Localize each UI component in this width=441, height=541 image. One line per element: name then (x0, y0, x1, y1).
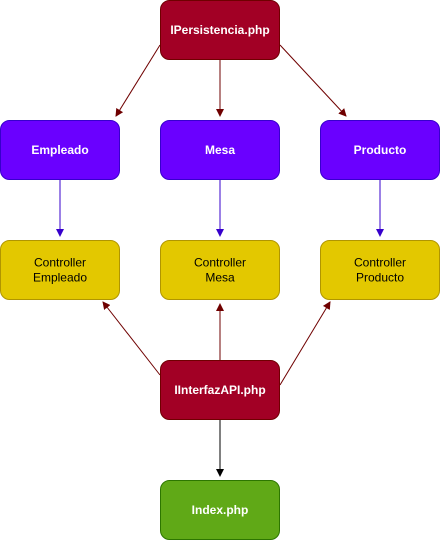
edges-layer (56, 44, 384, 477)
edge-iinterfazapi-to-controller-empleado (102, 301, 161, 376)
node-label: Controller (34, 256, 86, 270)
node-box (160, 360, 280, 420)
node-empleado: Empleado (0, 120, 120, 180)
node-iinterfazapi: IInterfazAPI.php (160, 360, 280, 420)
node-mesa: Mesa (160, 120, 280, 180)
node-index: Index.php (160, 480, 280, 540)
node-box (160, 240, 280, 300)
node-producto: Producto (320, 120, 440, 180)
node-label: Index.php (192, 503, 249, 517)
edge-iinterfazapi-to-controller-producto (279, 301, 331, 386)
node-box (160, 0, 280, 60)
edge-ipersistencia-to-producto (279, 44, 347, 117)
node-label: Producto (354, 143, 407, 157)
node-box (160, 480, 280, 540)
node-label: Mesa (205, 271, 235, 285)
node-box (0, 120, 120, 180)
node-label: Producto (356, 271, 404, 285)
node-box (0, 240, 120, 300)
node-label: Controller (354, 256, 406, 270)
node-label: IPersistencia.php (170, 23, 269, 37)
node-label: IInterfazAPI.php (174, 383, 265, 397)
node-label: Empleado (33, 271, 87, 285)
node-label: Mesa (205, 143, 235, 157)
node-box (320, 240, 440, 300)
node-label: Empleado (31, 143, 88, 157)
node-box (320, 120, 440, 180)
edge-ipersistencia-to-empleado (115, 44, 161, 117)
node-ipersistencia: IPersistencia.php (160, 0, 280, 60)
node-label: Controller (194, 256, 246, 270)
node-box (160, 120, 280, 180)
